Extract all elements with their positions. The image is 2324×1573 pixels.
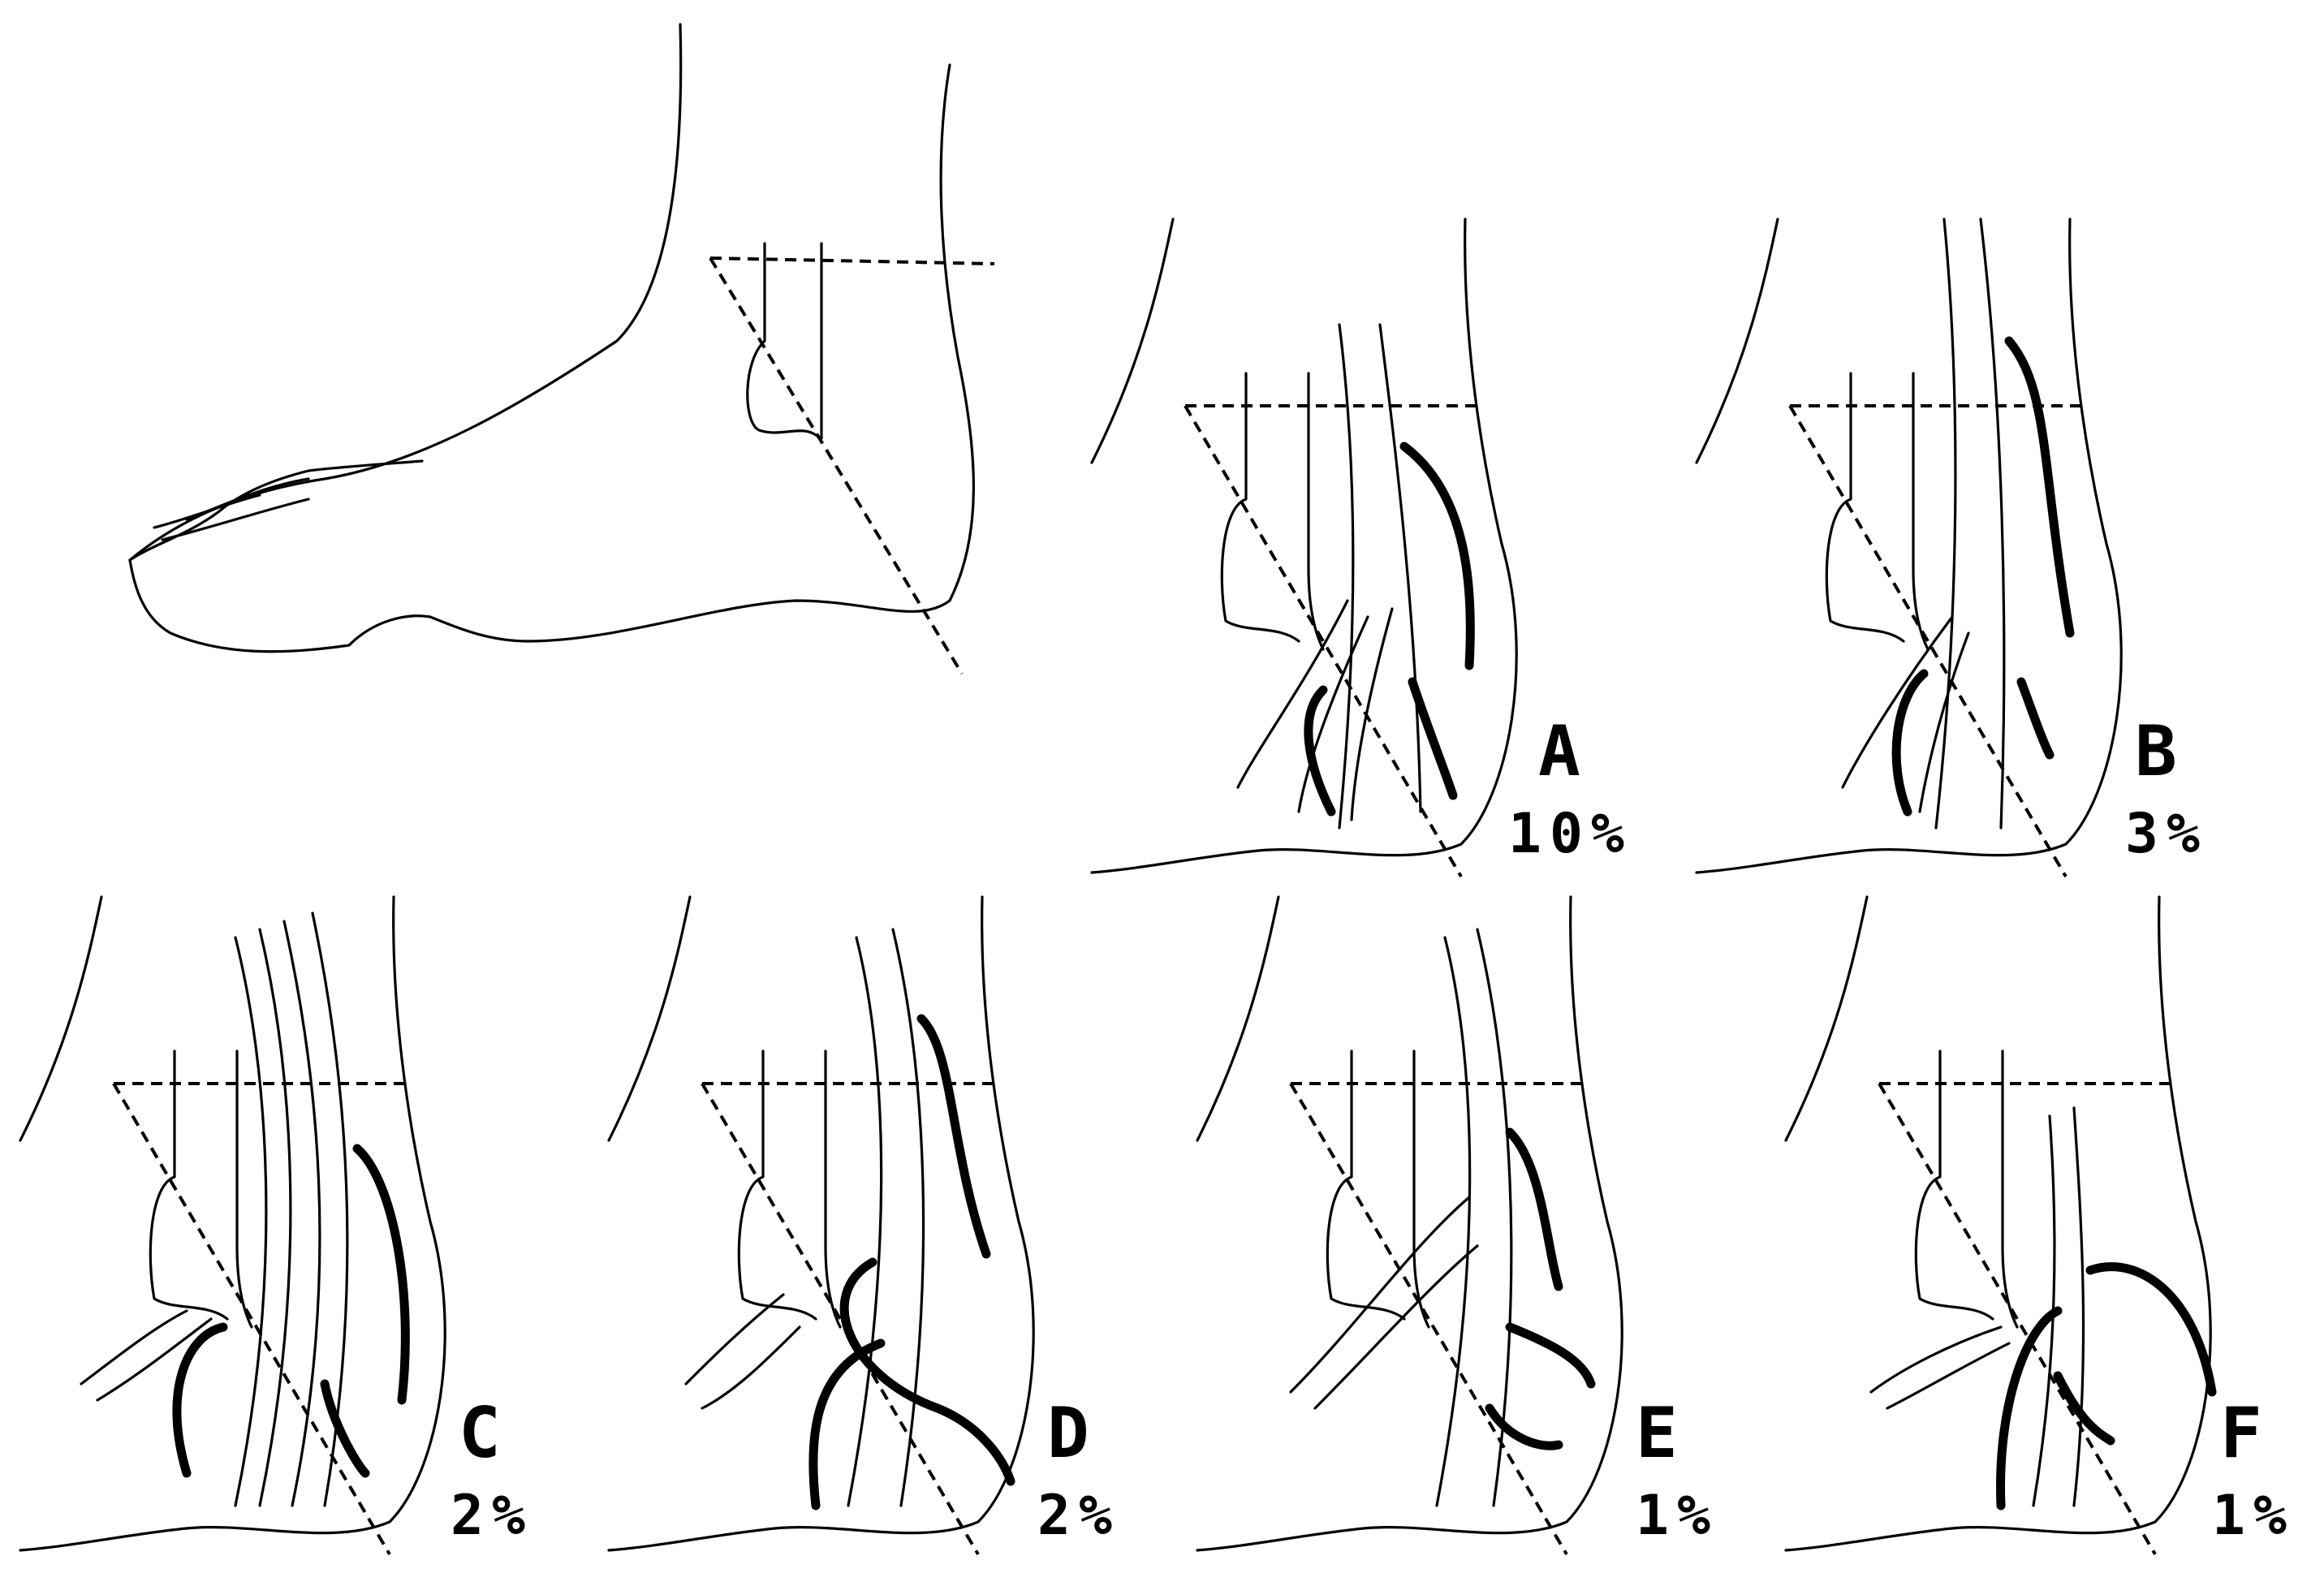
panel-C-label: C 2% bbox=[451, 1393, 533, 1548]
panel-label-letter: A bbox=[1538, 711, 1580, 792]
panel-label-percent: 1% bbox=[1636, 1484, 1718, 1548]
panel-E bbox=[1196, 895, 1624, 1556]
malleolus-outline bbox=[746, 242, 821, 440]
reference-line-diagonal bbox=[709, 256, 964, 675]
toes-outline bbox=[128, 459, 951, 653]
panel-label-letter: D bbox=[1047, 1393, 1089, 1474]
panel-label-percent: 2% bbox=[1037, 1484, 1120, 1548]
panel-B bbox=[1695, 218, 2124, 878]
panel-label-letter: B bbox=[2135, 711, 2177, 792]
panel-label-percent: 1% bbox=[2212, 1484, 2295, 1548]
panel-label-letter: E bbox=[1636, 1393, 1678, 1474]
panel-A bbox=[1090, 218, 1519, 878]
panel-label-letter: F bbox=[2220, 1393, 2262, 1474]
panel-label-percent: 3% bbox=[2125, 802, 2208, 866]
leg-back-outline bbox=[939, 63, 975, 602]
panel-label-percent: 10% bbox=[1508, 802, 1632, 866]
panel-D bbox=[607, 895, 1036, 1556]
leg-front-outline bbox=[128, 23, 683, 562]
panel-D-label: D 2% bbox=[1037, 1393, 1120, 1548]
panel-C bbox=[19, 895, 447, 1556]
reference-line-horizontal bbox=[709, 256, 995, 265]
panel-F-label: F 1% bbox=[2212, 1393, 2295, 1548]
panel-F bbox=[1784, 895, 2217, 1556]
panel-B-label: B 3% bbox=[2125, 711, 2208, 866]
panel-A-label: A 10% bbox=[1508, 711, 1632, 866]
panel-E-label: E 1% bbox=[1636, 1393, 1718, 1548]
panel-label-percent: 2% bbox=[451, 1484, 533, 1548]
foot-overview bbox=[128, 23, 995, 675]
panel-label-letter: C bbox=[459, 1393, 501, 1474]
